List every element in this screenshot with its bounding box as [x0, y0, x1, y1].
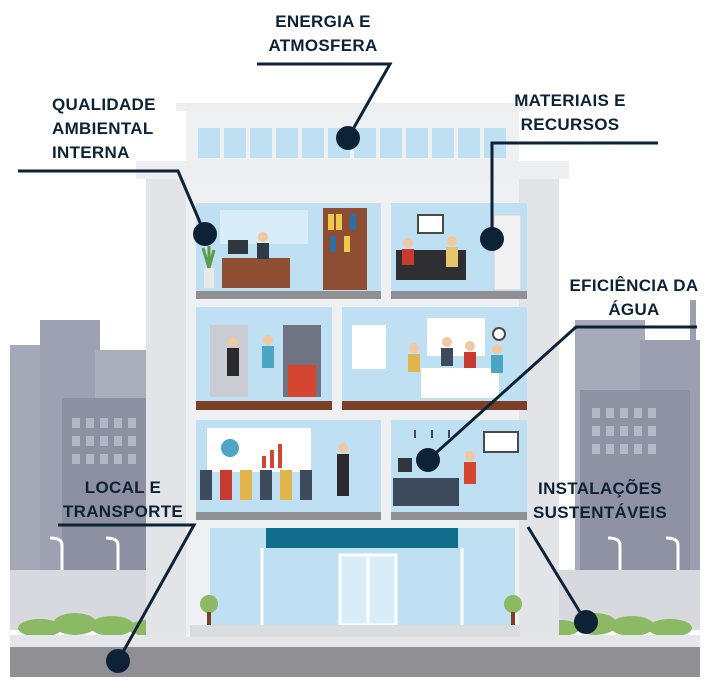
- street-lamps: [49, 536, 680, 635]
- label-materiais-recursos: MATERIAIS E RECURSOS: [500, 89, 640, 137]
- label-qualidade-line1: QUALIDADE: [52, 95, 156, 114]
- building-column-left: [146, 179, 186, 637]
- label-instalacoes-sustentaveis: INSTALAÇÕES SUSTENTÁVEIS: [530, 477, 670, 525]
- city-skyline-right: [575, 300, 700, 580]
- connector-instalacoes: [526, 526, 588, 623]
- label-local-line2: TRANSPORTE: [62, 502, 184, 521]
- label-materiais-line2: RECURSOS: [520, 115, 620, 134]
- connector-materiais: [490, 141, 658, 239]
- dot-instalacoes: [574, 610, 598, 634]
- label-qualidade-line2: AMBIENTAL: [52, 119, 154, 138]
- entrance: [190, 528, 522, 637]
- label-energia-atmosfera: ENERGIA E ATMOSFERA: [248, 10, 398, 58]
- label-local-transporte: LOCAL E TRANSPORTE: [58, 476, 188, 524]
- label-materiais-line1: MATERIAIS E: [514, 91, 626, 110]
- label-agua-line2: ÁGUA: [608, 300, 660, 319]
- label-local-line1: LOCAL E: [84, 478, 162, 497]
- sidewalk: [10, 635, 700, 647]
- floor-3: [196, 203, 527, 299]
- connector-local: [58, 523, 197, 662]
- callout-dots: [106, 126, 598, 673]
- floor-2: [196, 307, 527, 410]
- dot-materiais: [480, 227, 504, 251]
- callout-connectors: [18, 62, 697, 662]
- dot-agua: [416, 448, 440, 472]
- dot-energia: [336, 126, 360, 150]
- label-agua-line1: EFICIÊNCIA DA: [569, 276, 699, 295]
- label-qualidade-ambiental-interna: QUALIDADE AMBIENTAL INTERNA: [52, 93, 156, 165]
- city-skyline-left: [10, 320, 152, 580]
- label-instalacoes-line2: SUSTENTÁVEIS: [533, 503, 667, 522]
- dot-qualidade: [193, 222, 217, 246]
- connector-agua: [426, 325, 697, 462]
- connector-energia: [257, 62, 393, 139]
- floor-1: [196, 420, 527, 520]
- label-energia-line2: ATMOSFERA: [268, 36, 378, 55]
- label-instalacoes-line1: INSTALAÇÕES: [538, 479, 662, 498]
- label-energia-line1: ENERGIA E: [275, 12, 371, 31]
- label-qualidade-line3: INTERNA: [52, 143, 130, 162]
- dot-local: [106, 649, 130, 673]
- connector-qualidade: [18, 169, 207, 235]
- label-eficiencia-agua: EFICIÊNCIA DA ÁGUA: [567, 274, 701, 322]
